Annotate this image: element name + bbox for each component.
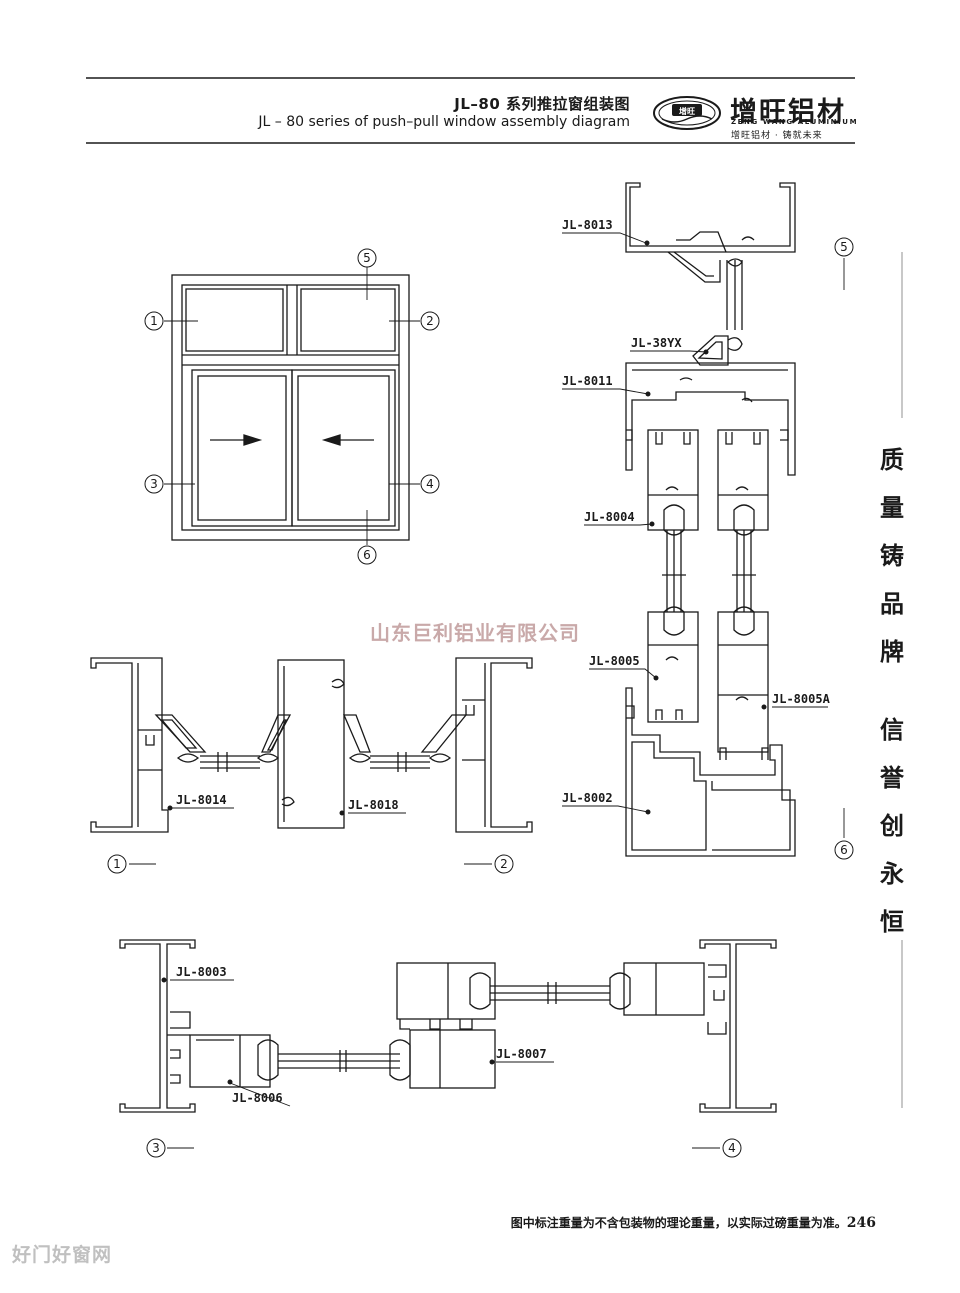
label-jl-8003: JL-8003 xyxy=(176,965,227,979)
watermark: 山东巨利铝业有限公司 xyxy=(370,621,580,645)
side-slogan-char: 质 xyxy=(880,446,904,474)
label-jl-8011: JL-8011 xyxy=(562,374,613,388)
page-title-cn: JL–80 系列推拉窗组装图 xyxy=(454,95,630,113)
leader-dots xyxy=(161,240,767,1085)
label-jl-8013: JL-8013 xyxy=(562,218,613,232)
vertical-section xyxy=(625,182,796,857)
side-slogan-char: 量 xyxy=(880,494,904,522)
brand-name-cn: 增旺铝材 xyxy=(730,97,846,128)
callout-2-elev: 2 xyxy=(426,314,434,328)
transom-section xyxy=(90,657,533,833)
side-slogan-char: 恒 xyxy=(880,908,904,936)
callout-6-section: 6 xyxy=(840,843,848,857)
brand-logo-text: 增旺 xyxy=(679,106,695,116)
footer-note-text: 图中标注重量为不含包装物的理论重量，以实际过磅重量为准。 xyxy=(510,1216,847,1230)
site-mark: 好门好窗网 xyxy=(12,1244,113,1266)
callout-2-section: 2 xyxy=(500,857,508,871)
page-number: 246 xyxy=(846,1215,876,1231)
brand-logo-icon: 增旺 xyxy=(653,96,721,130)
window-elevation xyxy=(171,274,410,541)
side-slogan-char: 铸 xyxy=(880,542,904,570)
page-title-en: JL – 80 series of push–pull window assem… xyxy=(258,114,630,130)
callout-1-section: 1 xyxy=(113,857,121,871)
side-slogan-char: 牌 xyxy=(880,638,904,666)
label-jl-8002: JL-8002 xyxy=(562,791,613,805)
callout-6-elev: 6 xyxy=(363,548,371,562)
callout-4-section: 4 xyxy=(728,1141,736,1155)
label-jl-8014: JL-8014 xyxy=(176,793,227,807)
label-jl-8005: JL-8005 xyxy=(589,654,640,668)
side-slogan-char: 誉 xyxy=(880,764,904,792)
callout-5-top: 5 xyxy=(363,251,371,265)
label-jl-8005a: JL-8005A xyxy=(772,692,831,706)
footer-note: 图中标注重量为不含包装物的理论重量，以实际过磅重量为准。246 xyxy=(511,1214,876,1231)
sill-section xyxy=(119,939,777,1113)
callout-5-section: 5 xyxy=(840,240,848,254)
brand-slogan: 增旺铝材 · 铸就未来 xyxy=(731,131,823,141)
side-slogan-char: 永 xyxy=(880,860,904,888)
side-slogan-char: 创 xyxy=(880,812,904,840)
label-jl-8007: JL-8007 xyxy=(496,1047,547,1061)
side-slogan-char: 品 xyxy=(880,590,904,618)
label-jl-38yx: JL-38YX xyxy=(631,336,682,350)
label-jl-8006: JL-8006 xyxy=(232,1091,283,1105)
label-jl-8018: JL-8018 xyxy=(348,798,399,812)
label-jl-8004: JL-8004 xyxy=(584,510,635,524)
callout-markers xyxy=(107,237,854,1158)
brand-name-en: ZENG WANG ALUMINIUM xyxy=(731,118,859,126)
callout-4-elev: 4 xyxy=(426,477,434,491)
callout-3-section: 3 xyxy=(152,1141,160,1155)
side-slogan-char: 信 xyxy=(880,716,904,744)
callout-1-elev: 1 xyxy=(150,314,158,328)
callout-3-elev: 3 xyxy=(150,477,158,491)
